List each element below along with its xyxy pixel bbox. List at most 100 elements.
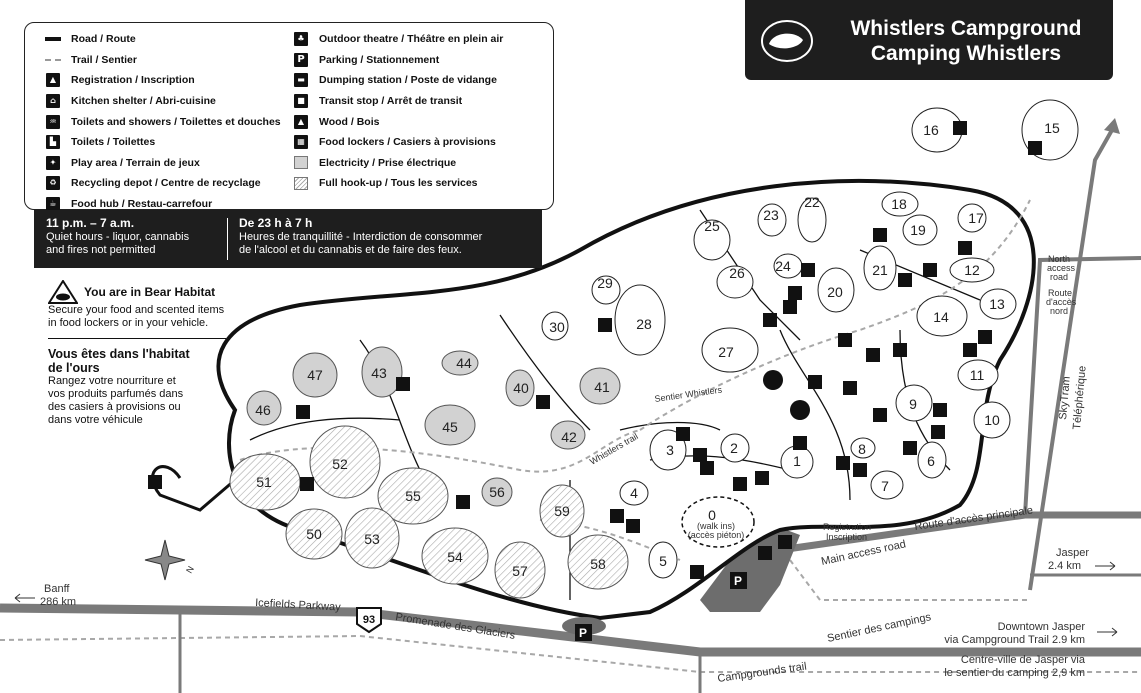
site-56: 56	[489, 484, 505, 500]
bear-warning-icon	[48, 280, 78, 304]
facility-icon	[801, 263, 815, 277]
bottom-parking: P	[562, 617, 606, 641]
bear-divider	[48, 338, 226, 339]
main-parking: P	[730, 572, 747, 589]
facility-icon	[923, 263, 937, 277]
title-en: Whistlers Campground	[850, 17, 1082, 40]
north-access-2: access	[1047, 263, 1076, 273]
site-46: 46	[255, 402, 271, 418]
quiet-time-en: 11 p.m. – 7 a.m.	[46, 216, 135, 230]
facility-icon	[1028, 141, 1042, 155]
facility-icon	[898, 273, 912, 287]
jasper-label: Jasper	[1056, 547, 1089, 559]
facility-icon	[853, 463, 867, 477]
facility-icon	[933, 403, 947, 417]
recycling-icon	[763, 370, 783, 390]
north-access-road	[1023, 256, 1141, 516]
legend-food-lockers: ▦Food lockers / Casiers à provisions	[293, 132, 503, 153]
facility-icon	[755, 471, 769, 485]
facility-icon	[958, 241, 972, 255]
site-7: 7	[881, 478, 889, 494]
site-3: 3	[666, 442, 674, 458]
kitchen-shelter-icon: ⌂	[46, 94, 60, 109]
facility-icon	[873, 228, 887, 242]
title-fr: Camping Whistlers	[870, 42, 1062, 65]
facility-icon	[903, 441, 917, 455]
facility-icon	[836, 456, 850, 470]
facility-icon	[300, 477, 314, 491]
site-13: 13	[989, 296, 1005, 312]
site-27: 27	[718, 344, 734, 360]
icefields-label: Icefields Parkway	[255, 597, 342, 613]
site-26: 26	[729, 265, 745, 281]
downtown-label-1: Downtown Jasper	[998, 621, 1086, 633]
electricity-swatch-icon	[294, 156, 308, 170]
site-51: 51	[256, 474, 272, 490]
toilets-icon: ▙	[46, 135, 60, 150]
food-hub-icon: ☕	[46, 197, 60, 212]
facility-icon	[700, 461, 714, 475]
site-12: 12	[964, 262, 980, 278]
site-16: 16	[923, 122, 939, 138]
facility-icon	[893, 343, 907, 357]
facility-icons	[148, 121, 1042, 579]
site-50: 50	[306, 526, 322, 542]
telepherique-label: Téléphérique	[1071, 365, 1089, 430]
facility-icon	[866, 348, 880, 362]
facility-icon	[733, 477, 747, 491]
facility-icon	[788, 286, 802, 300]
legend-trail: Trail / Sentier	[45, 50, 281, 71]
site-29: 29	[597, 275, 613, 291]
legend-toilets: ▙Toilets / Toilettes	[45, 132, 281, 153]
site-18: 18	[891, 196, 907, 212]
parking-label: P	[579, 626, 587, 640]
toilets-showers-icon: ♒	[46, 114, 60, 129]
site-9: 9	[909, 396, 917, 412]
wood-icon: ▲	[294, 114, 308, 129]
facility-icon	[963, 343, 977, 357]
north-access-1: North	[1048, 254, 1070, 264]
legend-food-hub: ☕Food hub / Restau-carrefour	[45, 194, 281, 215]
legend-toilets-showers: ♒Toilets and showers / Toilettes et douc…	[45, 111, 281, 132]
facility-icon	[838, 333, 852, 347]
site-57: 57	[512, 563, 528, 579]
facility-icon	[626, 519, 640, 533]
recycling-icon	[790, 400, 810, 420]
downtown-label-2: via Campground Trail 2.9 km	[944, 634, 1085, 646]
facility-icon	[778, 535, 792, 549]
campground-title: Whistlers Campground Camping Whistlers	[823, 16, 1109, 66]
legend-road: Road / Route	[45, 29, 281, 50]
legend-dumping: ▬Dumping station / Poste de vidange	[293, 70, 503, 91]
site-11: 11	[970, 367, 985, 383]
site-40: 40	[513, 380, 529, 396]
main-parking-label: P	[734, 574, 742, 588]
site-58: 58	[590, 556, 606, 572]
centreville-label-2: le sentier du camping 2,9 km	[944, 667, 1085, 679]
site-59: 59	[554, 503, 570, 519]
site-23: 23	[763, 207, 779, 223]
site-17: 17	[968, 210, 984, 226]
site-14: 14	[933, 309, 949, 325]
site-19: 19	[910, 222, 926, 238]
facility-icon	[536, 395, 550, 409]
legend-wood: ▲Wood / Bois	[293, 111, 503, 132]
compass-icon: N	[144, 539, 196, 581]
route-nord-1: Route	[1048, 288, 1072, 298]
site-10: 10	[984, 412, 1000, 428]
facility-icon	[758, 546, 772, 560]
site-47: 47	[307, 367, 323, 383]
dumping-station-icon: ▬	[294, 73, 308, 88]
site-6: 6	[927, 453, 935, 469]
centreville-label-1: Centre-ville de Jasper via	[961, 654, 1086, 666]
facility-icon	[456, 495, 470, 509]
quiet-divider	[227, 218, 228, 260]
transit-stop-icon: ■	[294, 94, 308, 109]
full-hookup-sites	[229, 425, 629, 599]
site-52: 52	[332, 456, 348, 472]
highway-number: 93	[363, 614, 375, 626]
north-access-3: road	[1050, 272, 1068, 282]
facility-icon	[296, 405, 310, 419]
legend-recycling: ♻Recycling depot / Centre de recyclage	[45, 173, 281, 194]
banff-label: Banff	[44, 583, 70, 595]
